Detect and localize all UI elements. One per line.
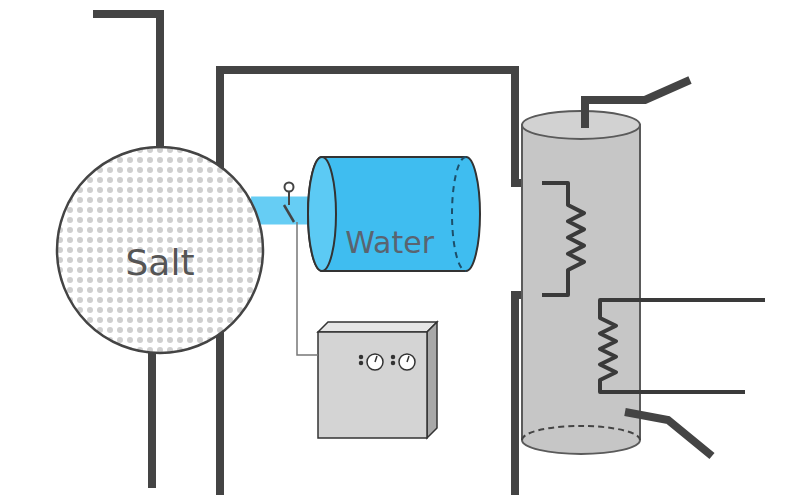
exchanger-bottom-pipe	[625, 412, 712, 456]
salt-tank: Salt	[55, 145, 265, 355]
water-tank: Water	[306, 155, 484, 273]
coil-primary	[542, 183, 584, 295]
control-box	[318, 322, 437, 438]
node-label: Water	[345, 225, 434, 260]
exchanger-top-pipe	[585, 80, 690, 128]
coil-secondary	[600, 300, 765, 392]
heat-exchanger	[522, 80, 765, 456]
loop-pipe-left	[216, 330, 224, 495]
salt-bottom-pipe	[148, 350, 156, 488]
salt-top-pipe	[93, 14, 160, 150]
node-label: Salt	[125, 242, 194, 283]
valve	[284, 183, 294, 223]
